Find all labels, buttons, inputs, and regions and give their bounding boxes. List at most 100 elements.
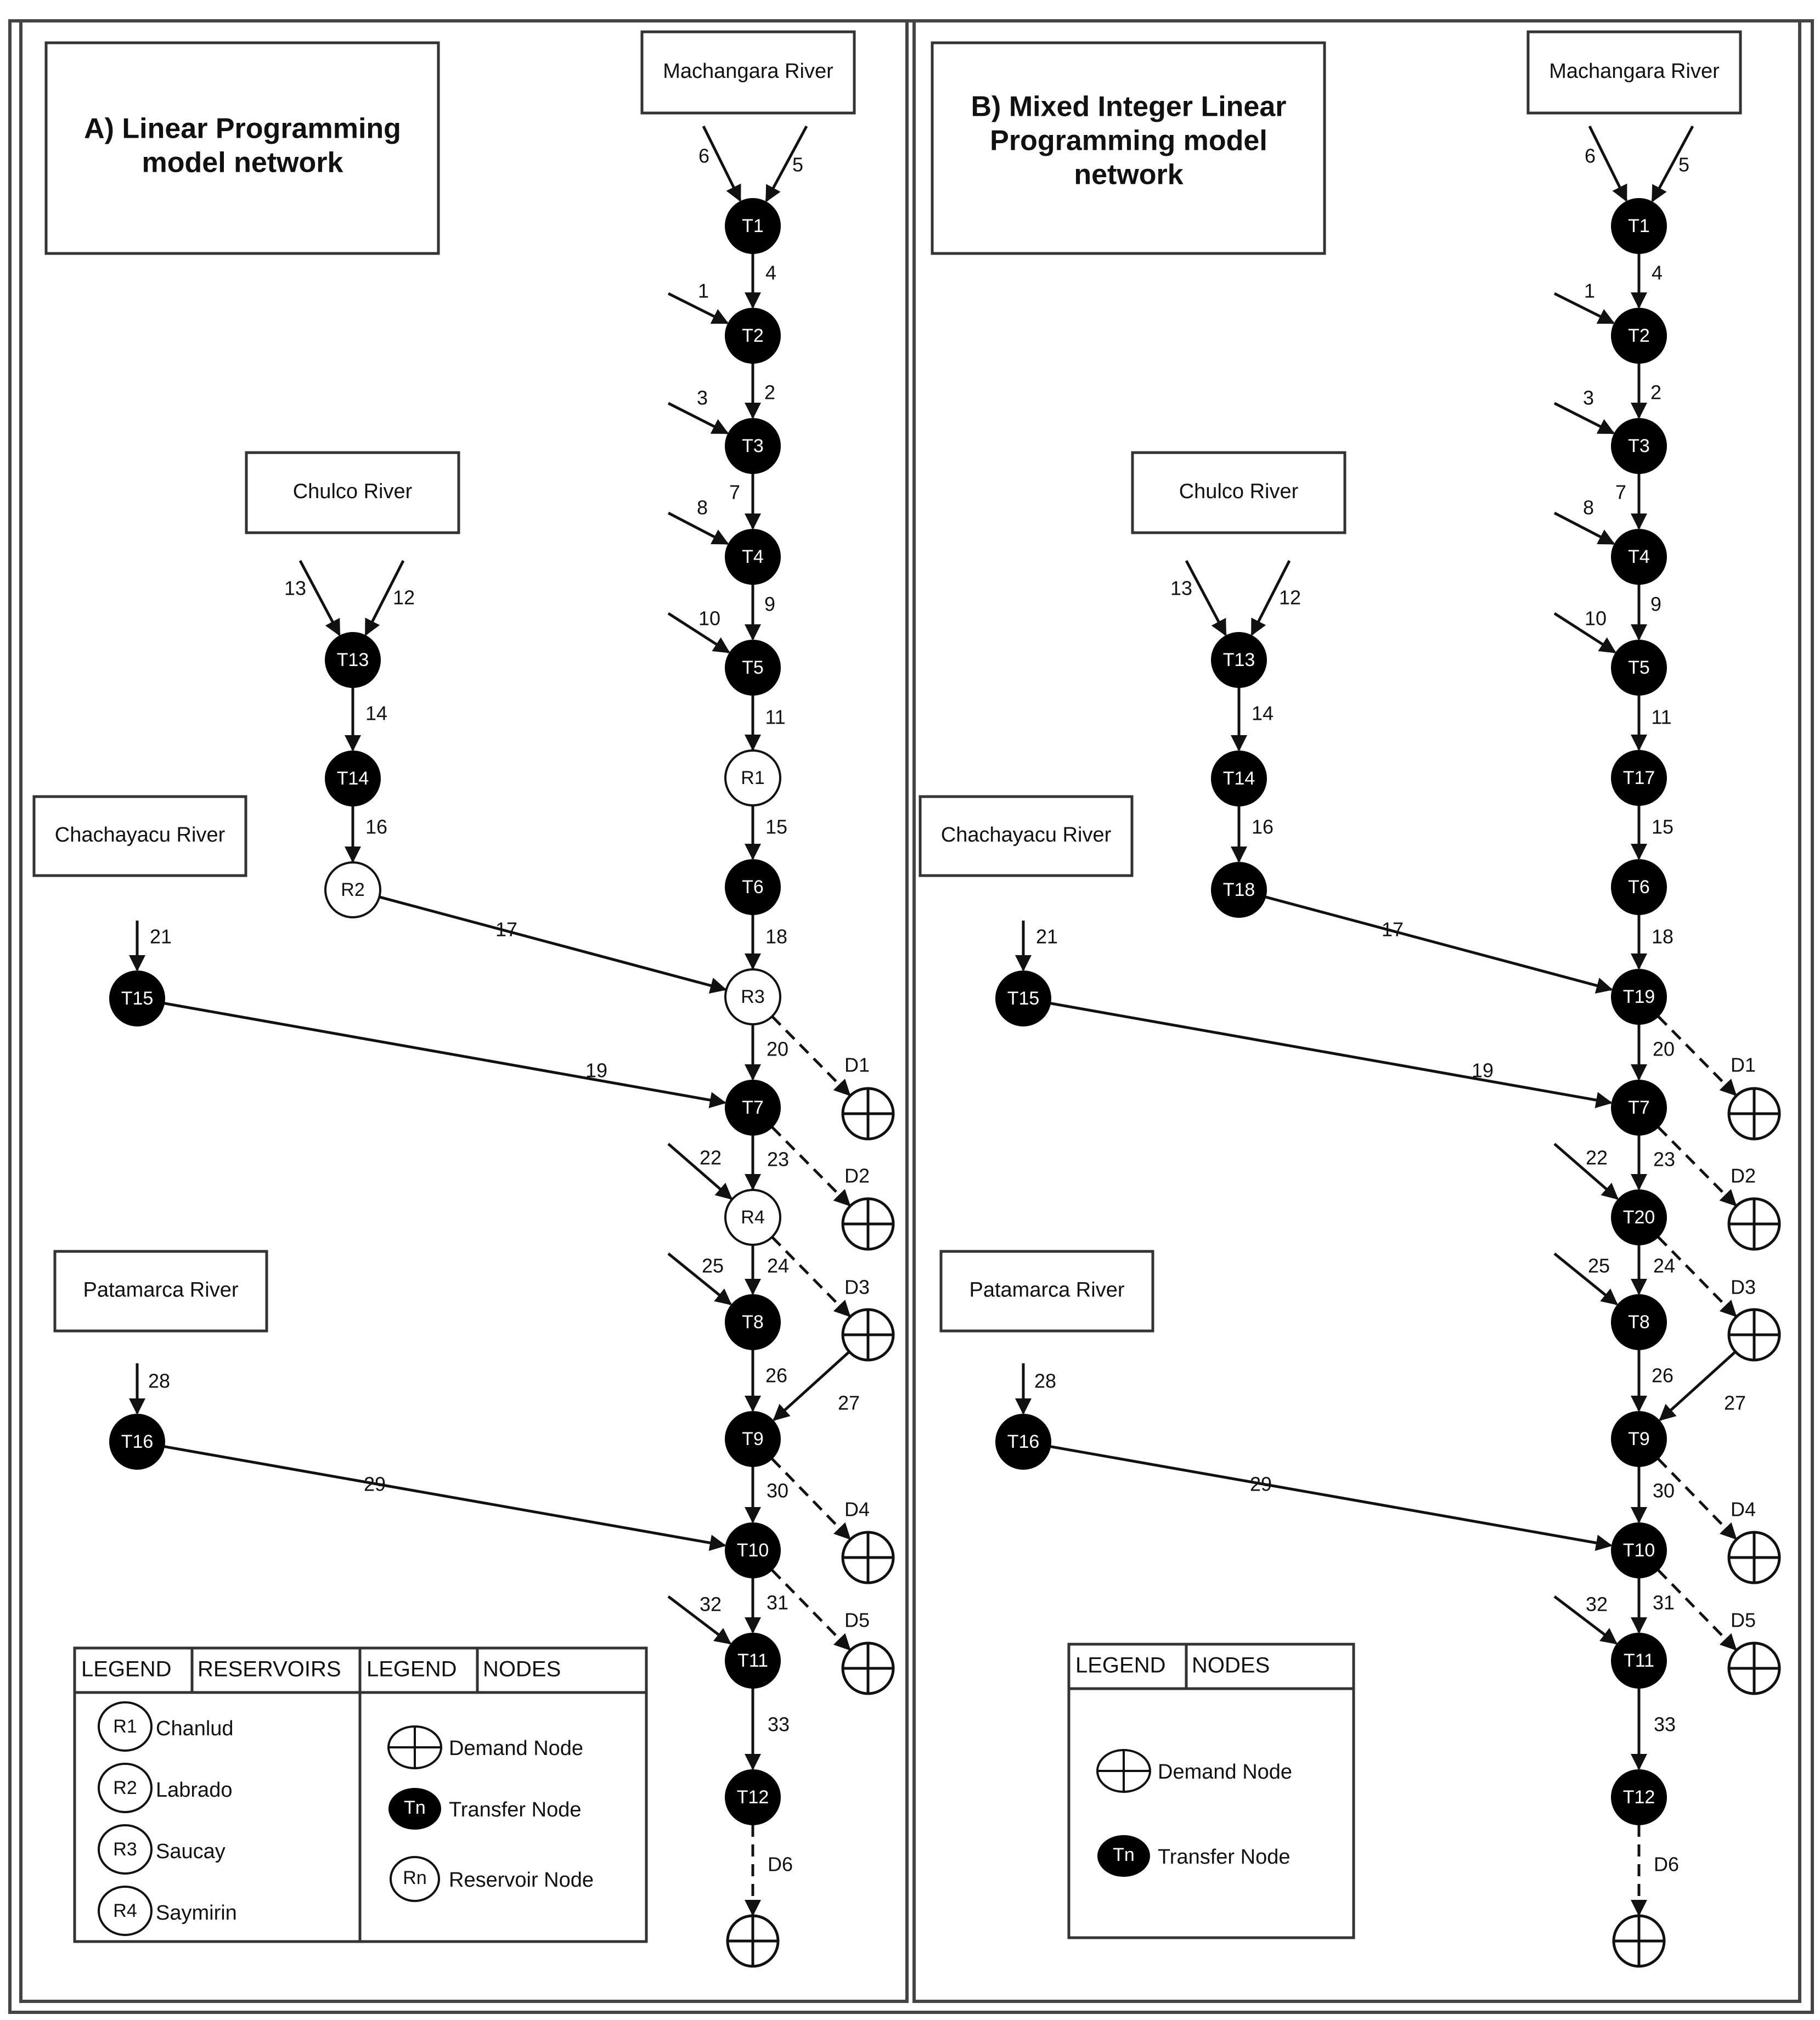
- node-label: T10: [1623, 1540, 1655, 1561]
- edge-6: 6: [698, 125, 742, 202]
- legend-name: Saymirin: [156, 1901, 237, 1925]
- demand-label: D6: [768, 1853, 793, 1876]
- edge-16: 16: [1231, 806, 1274, 863]
- demand-link: D2: [771, 1126, 870, 1207]
- node-label: T7: [1628, 1097, 1650, 1118]
- node-t15: T15: [109, 970, 165, 1026]
- edge-11: 11: [745, 695, 786, 751]
- legend-header: RESERVOIRS: [198, 1657, 341, 1682]
- edge-arrow: [1050, 1445, 1613, 1551]
- node-label: T12: [737, 1787, 769, 1808]
- node-t7: T7: [1611, 1080, 1667, 1136]
- edge-label: 28: [1034, 1370, 1056, 1392]
- demand-link: D1: [771, 1015, 870, 1096]
- edge-arrow: [1553, 1595, 1618, 1645]
- node-label: T13: [337, 650, 369, 670]
- node-label: T19: [1623, 986, 1655, 1007]
- node-t8: T8: [1611, 1294, 1667, 1350]
- demand-label: D3: [1731, 1276, 1756, 1299]
- node-r2: R2: [324, 861, 381, 918]
- node-t16: T16: [109, 1414, 165, 1470]
- edge-3: 3: [667, 387, 729, 435]
- edge-13: 13: [284, 560, 341, 636]
- node-t7: T7: [725, 1080, 781, 1136]
- edge-7: 7: [1615, 473, 1647, 530]
- node-d3: [841, 1308, 895, 1362]
- edge-arrow: [667, 1143, 733, 1200]
- edge-label: 21: [150, 926, 172, 948]
- edge-9: 9: [745, 584, 775, 641]
- edge-arrow: [1553, 402, 1615, 435]
- node-t10: T10: [725, 1522, 781, 1578]
- edge-label: 18: [1652, 926, 1674, 948]
- node-label: T6: [1628, 877, 1650, 898]
- node-label: T9: [742, 1429, 764, 1449]
- node-t13: T13: [1211, 632, 1267, 688]
- node-label: R3: [741, 986, 764, 1007]
- edge-5: 5: [1651, 125, 1694, 202]
- edge-label: 14: [365, 702, 387, 725]
- edge-18: 18: [1631, 915, 1674, 970]
- node-t13: T13: [325, 632, 381, 688]
- edge-label: 15: [765, 816, 787, 838]
- edge-arrow: [765, 125, 808, 202]
- edge-5: 5: [765, 125, 808, 202]
- edge-31: 31: [745, 1578, 788, 1634]
- edge-label: 19: [585, 1059, 607, 1082]
- edge-29: 29: [1050, 1445, 1613, 1551]
- legend-name: Demand Node: [449, 1737, 583, 1760]
- panel-title-line: network: [1074, 159, 1183, 191]
- edge-label: 29: [364, 1473, 386, 1496]
- edge-label: 29: [1250, 1473, 1272, 1496]
- edge-label: 9: [764, 593, 775, 616]
- edge-label: 9: [1650, 593, 1661, 616]
- edge-label: 24: [767, 1255, 789, 1277]
- node-label: T16: [1007, 1431, 1040, 1452]
- demand-link: D6: [1631, 1825, 1679, 1916]
- edge-arrow: [1250, 560, 1291, 636]
- node-t20: T20: [1611, 1189, 1667, 1245]
- edge-17: 17: [1265, 895, 1613, 994]
- edge-arrow: [1050, 1002, 1613, 1108]
- edge-label: 22: [1586, 1147, 1608, 1169]
- demand-link: D5: [1657, 1569, 1756, 1651]
- edge-18: 18: [745, 915, 787, 970]
- edge-14: 14: [1231, 687, 1274, 752]
- demand-link: D1: [1657, 1015, 1756, 1096]
- node-label: T20: [1623, 1207, 1655, 1228]
- edge-label: 16: [1252, 816, 1274, 838]
- legend-name: Labrado: [156, 1779, 232, 1802]
- edge-29: 29: [164, 1445, 726, 1551]
- edge-arrow: [667, 511, 729, 545]
- river-box: Patamarca River: [939, 1250, 1154, 1333]
- node-t5: T5: [1611, 640, 1667, 696]
- edge-label: 16: [365, 816, 387, 838]
- edge-19: 19: [1050, 1002, 1613, 1108]
- edge-label: 1: [1584, 280, 1595, 302]
- demand-label: D4: [1731, 1498, 1756, 1521]
- node-t12: T12: [725, 1769, 781, 1825]
- node-label: T5: [1628, 657, 1650, 678]
- legend-item: Demand Node: [1096, 1749, 1292, 1793]
- edge-30: 30: [1631, 1466, 1675, 1524]
- river-name: Patamarca River: [970, 1279, 1125, 1302]
- edge-label: 5: [1678, 154, 1689, 176]
- panel-title-line: Programming model: [990, 125, 1267, 157]
- edge-19: 19: [164, 1002, 726, 1108]
- edge-33: 33: [1631, 1688, 1676, 1770]
- edge-2: 2: [745, 363, 775, 419]
- node-r3: R3: [724, 968, 781, 1025]
- node-label: T11: [1624, 1650, 1654, 1671]
- edge-label: 6: [1585, 145, 1596, 167]
- node-d1: [841, 1087, 895, 1141]
- river-name: Machangara River: [1549, 60, 1720, 83]
- node-d4: [1727, 1531, 1781, 1584]
- edge-label: 18: [765, 926, 787, 948]
- edge-arrow: [1651, 125, 1694, 202]
